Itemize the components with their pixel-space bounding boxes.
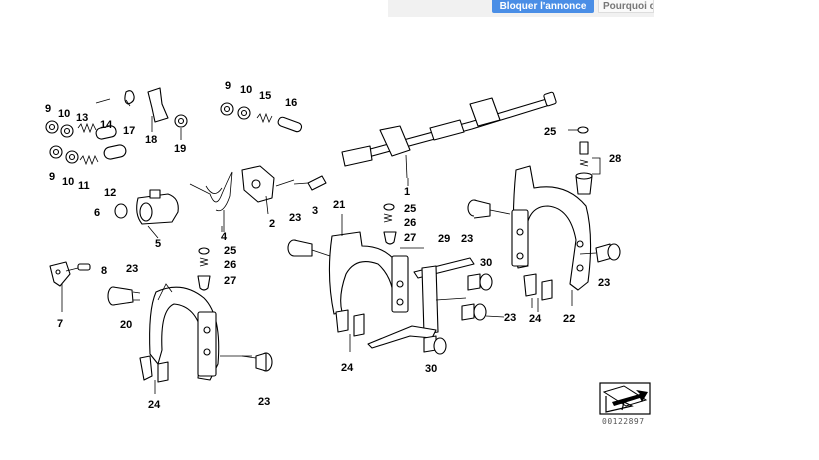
callout-labels: 9 10 13 14 17 18 19 9 10 15 16 9 10 11 1…: [45, 80, 621, 411]
small-parts-group-top-left: [45, 87, 188, 140]
selector-link: [367, 257, 475, 349]
callout-1: 1: [404, 186, 410, 198]
clip-24-right: [523, 273, 553, 312]
callout-20: 20: [120, 319, 132, 331]
callout-10: 10: [240, 84, 252, 96]
bolt-23-lower: [241, 352, 273, 372]
detent-cluster-right: [568, 126, 601, 195]
callout-18: 18: [145, 134, 157, 146]
callout-4: 4: [221, 231, 228, 243]
callout-11: 11: [78, 180, 90, 192]
callout-29: 29: [438, 233, 450, 245]
callout-16: 16: [285, 97, 297, 109]
detent-cluster-left: [197, 247, 211, 291]
block-ad-button[interactable]: Bloquer l'annonce: [492, 0, 594, 13]
callout-8: 8: [101, 265, 107, 277]
bolt-23-far-right: [579, 243, 621, 263]
bolt-23-middle: [287, 239, 331, 257]
callout-27: 27: [224, 275, 236, 287]
diagram-reference-number: 00122897: [602, 417, 645, 426]
callout-14: 14: [100, 119, 113, 131]
bolt-20: [107, 286, 141, 306]
small-parts-group-left: [49, 144, 127, 166]
callout-7: 7: [57, 318, 63, 330]
callout-9: 9: [49, 171, 55, 183]
callout-9: 9: [45, 103, 51, 115]
selector-body: [114, 189, 179, 225]
callout-19: 19: [174, 143, 186, 155]
shift-fork-lower-left: [149, 283, 252, 381]
callout-23: 23: [126, 263, 138, 275]
callout-25: 25: [544, 126, 556, 138]
direction-arrow-box: 00122897: [599, 382, 651, 426]
callout-25: 25: [224, 245, 236, 257]
leader-lines: [125, 99, 533, 308]
clip-24-middle: [335, 309, 365, 352]
callout-25: 25: [404, 203, 416, 215]
callout-23: 23: [598, 277, 610, 289]
callout-12: 12: [104, 187, 116, 199]
detent-cluster-middle: [383, 203, 397, 245]
callout-22: 22: [563, 313, 575, 325]
callout-9: 9: [225, 80, 231, 92]
callout-23: 23: [461, 233, 473, 245]
callout-30: 30: [480, 257, 492, 269]
clip-24-lower-left: [139, 355, 169, 394]
callout-3: 3: [312, 205, 318, 217]
callout-23: 23: [289, 212, 301, 224]
callout-6: 6: [94, 207, 100, 219]
callout-28: 28: [609, 153, 621, 165]
shift-fork-right: [511, 165, 592, 306]
bolt-23-right-middle: [461, 303, 505, 321]
shift-fork-middle: [328, 214, 409, 315]
small-parts-group-top-middle: [220, 102, 303, 133]
callout-30: 30: [425, 363, 437, 375]
callout-26: 26: [404, 217, 416, 229]
callout-2: 2: [269, 218, 275, 230]
callout-17: 17: [123, 125, 135, 137]
bolt-23-upper-right: [467, 199, 511, 219]
callout-21: 21: [333, 199, 345, 211]
callout-24: 24: [341, 362, 354, 374]
torsion-spring: [189, 171, 233, 232]
shift-shaft: [341, 91, 557, 179]
callout-23: 23: [504, 312, 516, 324]
callout-5: 5: [155, 238, 161, 250]
callout-23: 23: [258, 396, 270, 408]
bolt-30-upper: [467, 273, 493, 291]
callout-15: 15: [259, 90, 271, 102]
bolt-30-lower: [423, 335, 447, 355]
callout-13: 13: [76, 112, 88, 124]
callout-24: 24: [529, 313, 542, 325]
bracket-left: [49, 261, 91, 312]
why-ad-button[interactable]: Pourquoi c: [598, 0, 654, 13]
callout-27: 27: [404, 232, 416, 244]
shift-lever: [241, 165, 327, 215]
callout-10: 10: [62, 176, 74, 188]
callout-10: 10: [58, 108, 70, 120]
callout-26: 26: [224, 259, 236, 271]
callout-24: 24: [148, 399, 161, 411]
